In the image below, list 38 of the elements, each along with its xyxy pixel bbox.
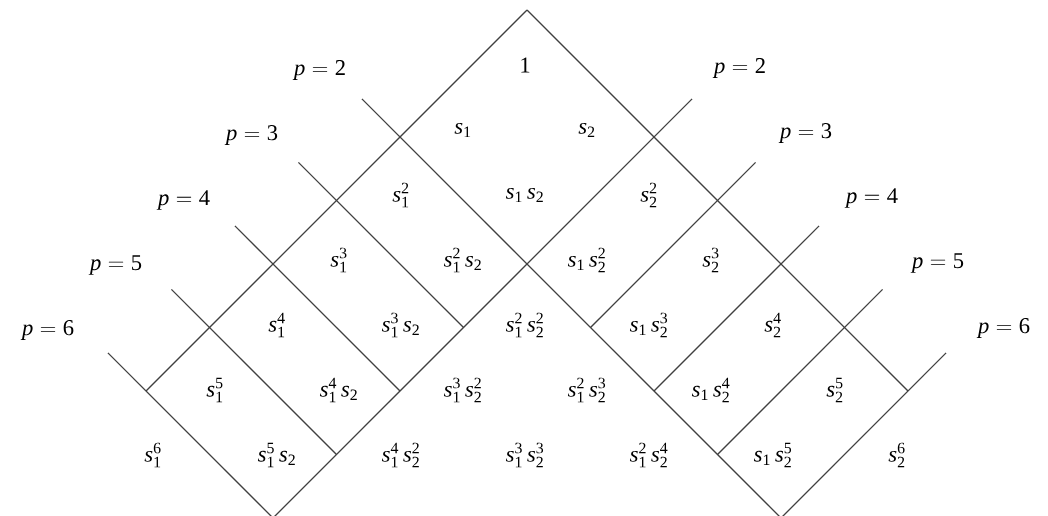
monomial-label: $s_1$: [454, 122, 471, 138]
monomial-label: $s_1\, s_2^5$: [753, 442, 792, 468]
monomial-label: $s_2$: [578, 122, 595, 138]
monomial-label: $s_2^4$: [764, 312, 781, 338]
monomial-label: $s_1^6$: [144, 442, 161, 468]
monomial-label: $s_1^3\, s_2$: [381, 312, 419, 338]
row-label: $p = 6$: [20, 320, 74, 340]
monomial-label: $s_1^3$: [330, 247, 347, 273]
monomial-label: $s_1^2\, s_2^2$: [505, 312, 543, 338]
row-label: $p = 5$: [910, 253, 964, 273]
monomial-label: $s_2^3$: [702, 247, 719, 273]
monomial-label: $s_1^2\, s_2^3$: [567, 377, 606, 403]
row-label: $p = 2$: [712, 58, 765, 78]
monomial-label: $s_1\, s_2^2$: [567, 247, 605, 273]
monomial-label: $s_1^3\, s_2^2$: [443, 377, 481, 403]
monomial-label: $s_1^4\, s_2$: [319, 377, 357, 403]
monomial-label: $s_1^3\, s_2^3$: [505, 442, 544, 468]
monomial-label: $s_1\, s_2$: [505, 187, 543, 203]
row-label: $p = 2$: [292, 60, 345, 80]
monomial-label: $s_1^4\, s_2^2$: [381, 442, 419, 468]
monomial-label: $s_1^5$: [206, 377, 223, 403]
row-label: $p = 5$: [88, 255, 142, 275]
monomial-label: $s_1^2\, s_2^4$: [629, 442, 668, 468]
monomial-label: $s_1^5\, s_2$: [257, 442, 295, 468]
monomial-label: $s_2^2$: [640, 182, 657, 208]
row-label: $p = 3$: [224, 125, 278, 145]
monomial-label: $s_2^6$: [888, 442, 905, 468]
row-label: $p = 4$: [156, 190, 210, 210]
monomial-label: $s_1^4$: [268, 312, 285, 338]
monomial-label: $s_2^5$: [826, 377, 843, 403]
monomial-label: $s_1^2\, s_2$: [443, 247, 481, 273]
row-label: $p = 4$: [844, 188, 898, 208]
monomial-label: $s_1\, s_2^4$: [691, 377, 730, 403]
monomial-label: $1$: [521, 57, 530, 73]
monomial-label: $s_1^2$: [392, 182, 409, 208]
row-label: $p = 6$: [976, 318, 1030, 338]
monomial-label: $s_1\, s_2^3$: [629, 312, 668, 338]
row-label: $p = 3$: [778, 123, 832, 143]
